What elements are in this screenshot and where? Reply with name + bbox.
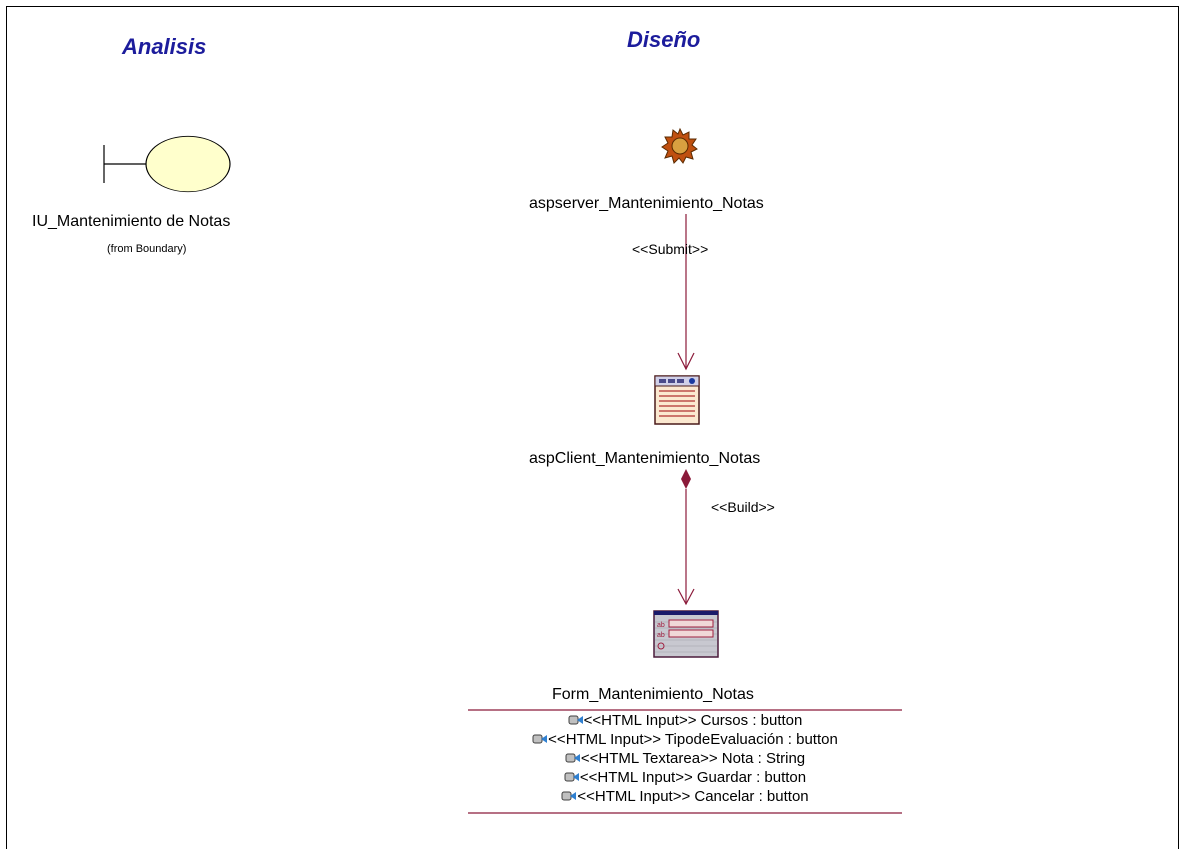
- attribute-icon: [564, 770, 580, 784]
- submit-arrowhead: [677, 352, 695, 371]
- client-page-name: aspClient_Mantenimiento_Notas: [529, 450, 761, 467]
- build-stereotype: <<Build>>: [711, 499, 775, 515]
- svg-text:ab: ab: [657, 622, 665, 629]
- svg-text:ab: ab: [657, 632, 665, 639]
- attribute-icon: [565, 751, 581, 765]
- form-name: Form_Mantenimiento_Notas: [552, 686, 754, 703]
- build-diamond: [681, 469, 691, 489]
- form-icon: ab ab: [653, 610, 719, 658]
- form-attribute-row: <<HTML Input>> Cancelar : button: [468, 788, 902, 807]
- diagram-frame: [6, 6, 1179, 849]
- attribute-icon: [568, 713, 584, 727]
- boundary-icon: [103, 135, 231, 193]
- form-attribute-text: <<HTML Input>> Cancelar : button: [577, 788, 809, 805]
- form-attribute-text: <<HTML Textarea>> Nota : String: [580, 750, 806, 767]
- form-attribute-row: <<HTML Input>> Guardar : button: [468, 769, 902, 788]
- server-page-name: aspserver_Mantenimiento_Notas: [529, 195, 764, 212]
- client-page-icon: [654, 375, 700, 425]
- form-attribute-text: <<HTML Input>> TipodeEvaluación : button: [548, 731, 838, 748]
- gear-icon: [661, 127, 698, 164]
- attribute-icon: [532, 732, 548, 746]
- boundary-from: (from Boundary): [107, 243, 187, 255]
- analysis-heading: Analisis: [122, 34, 207, 59]
- submit-stereotype: <<Submit>>: [632, 241, 709, 257]
- attribute-icon: [561, 789, 577, 803]
- form-attribute-row: <<HTML Input>> TipodeEvaluación : button: [468, 731, 902, 750]
- form-attribute-text: <<HTML Input>> Guardar : button: [579, 769, 807, 786]
- boundary-name: IU_Mantenimiento de Notas: [32, 213, 231, 230]
- form-attribute-text: <<HTML Input>> Cursos : button: [583, 712, 803, 729]
- build-arrowhead: [677, 588, 695, 606]
- form-attribute-row: <<HTML Textarea>> Nota : String: [468, 750, 902, 769]
- form-attribute-row: <<HTML Input>> Cursos : button: [468, 712, 902, 731]
- design-heading: Diseño: [627, 27, 701, 52]
